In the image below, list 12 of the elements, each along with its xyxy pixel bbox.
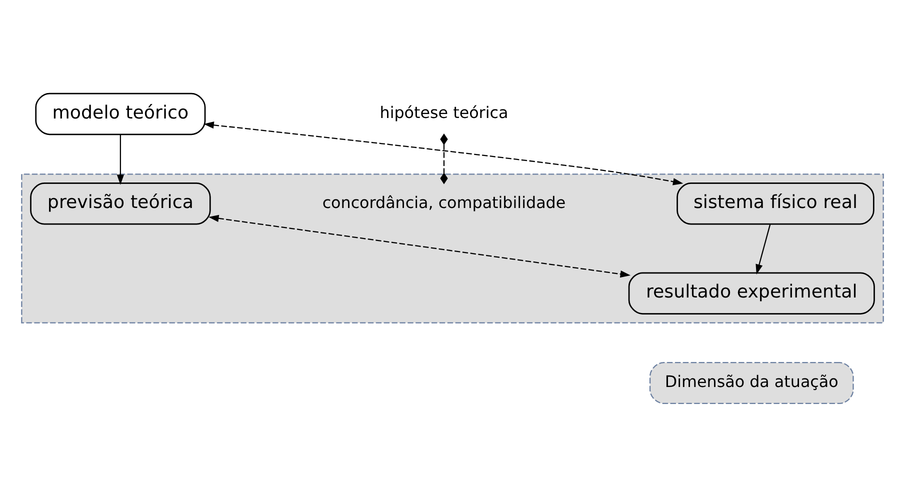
arrow [756,224,771,274]
node-box: sistema físico real [676,182,874,224]
node-box: resultado experimental [628,272,875,314]
arrow [204,121,684,185]
node-box: modelo teórico [35,92,206,135]
node-box: Dimensão da atuação [649,362,854,404]
node-text: concordância, compatibilidade [322,192,566,212]
arrow [208,214,631,278]
connector [440,132,448,184]
node-box: previsão teórica [30,182,211,224]
arrow [116,134,124,184]
node-text: hipótese teórica [380,102,508,122]
